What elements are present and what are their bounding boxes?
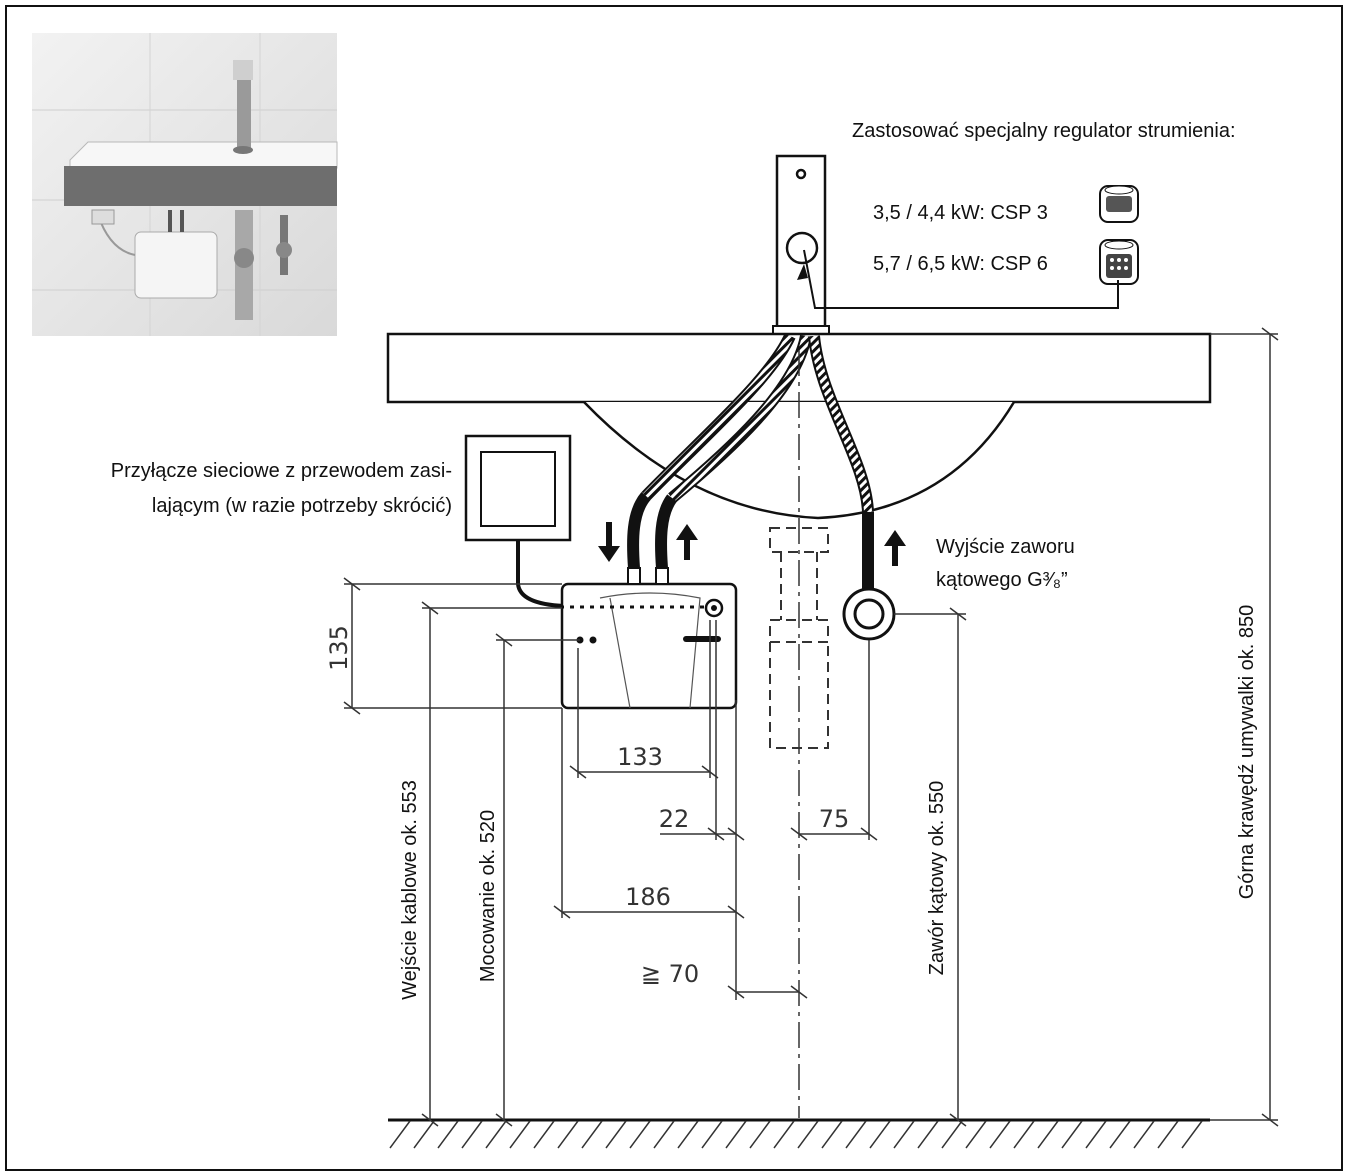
flexible-hoses xyxy=(627,333,874,590)
floor xyxy=(388,1118,1210,1149)
dim-75: 75 xyxy=(819,805,850,833)
aerator-csp6-icon xyxy=(1099,239,1139,285)
dim-22: 22 xyxy=(659,805,690,833)
angle-valve xyxy=(842,587,896,641)
dim-133: 133 xyxy=(617,743,663,771)
basin-edge-label: Górna krawędź umywalki ok. 850 xyxy=(1236,605,1258,900)
mounting-label: Mocowanie ok. 520 xyxy=(477,810,499,982)
dim-min-70: ≧ 70 xyxy=(641,960,699,988)
faucet xyxy=(772,154,1119,335)
power-connection-label-1: Przyłącze sieciowe z przewodem zasi- xyxy=(111,460,452,482)
flow-arrows xyxy=(598,522,906,566)
aerator-csp3-icon xyxy=(1099,185,1139,223)
aerator-title: Zastosować specjalny regulator strumieni… xyxy=(852,120,1236,142)
valve-outlet-label-1: Wyjście zaworu xyxy=(936,536,1075,558)
aerator-large-label: 5,7 / 6,5 kW: CSP 6 xyxy=(873,253,1048,275)
product-photo xyxy=(32,33,338,336)
dim-135: 135 xyxy=(325,625,353,671)
valve-outlet-label-2: kątowego G³⁄₈” xyxy=(936,569,1068,591)
angle-valve-label: Zawór kątowy ok. 550 xyxy=(926,781,948,976)
water-heater xyxy=(560,567,738,710)
power-connection-label-2: lającym (w razie potrzeby skrócić) xyxy=(152,495,452,517)
dimension-lines xyxy=(343,327,1279,1127)
cable-entry-label: Wejście kablowe ok. 553 xyxy=(399,780,421,1000)
aerator-small-label: 3,5 / 4,4 kW: CSP 3 xyxy=(873,202,1048,224)
dim-186: 186 xyxy=(625,883,671,911)
power-connection-box xyxy=(464,434,572,608)
